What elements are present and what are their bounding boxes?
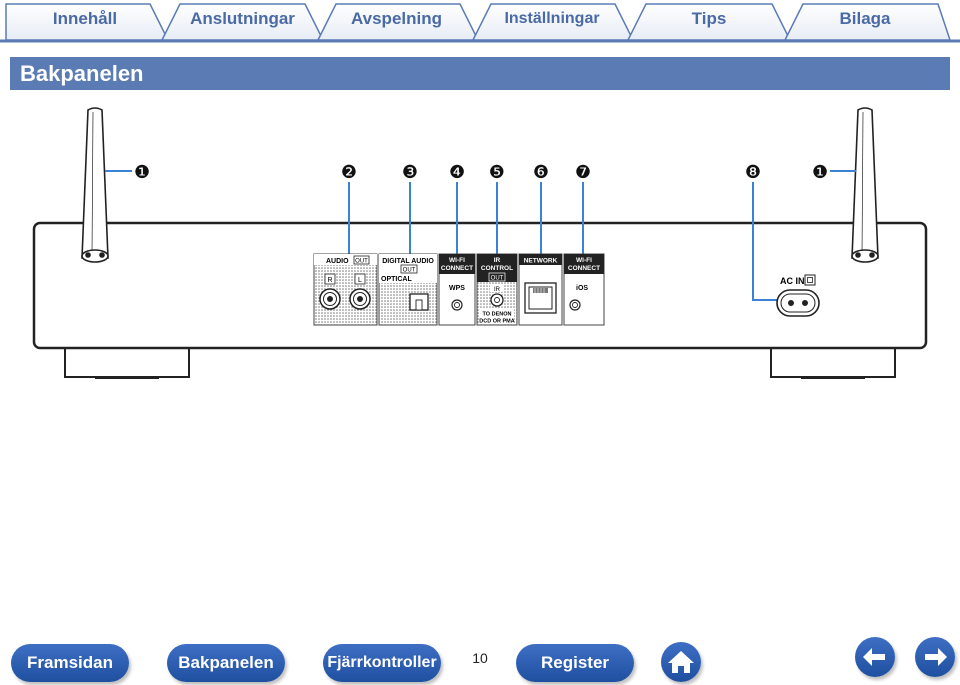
optical-out-block: DIGITAL AUDIO OUT OPTICAL [378, 253, 438, 326]
ir-control-block: IR CONTROL OUT IR TO DENON DCD OR PMA [476, 253, 518, 326]
optical-label: OPTICAL [381, 276, 412, 283]
tab-innehall[interactable]: Innehåll [52, 9, 118, 28]
left-antenna [81, 107, 109, 263]
forward-button[interactable] [915, 637, 955, 677]
rca-jack-l [349, 288, 371, 310]
ir-label-1: IR [494, 257, 501, 264]
tab-tips[interactable]: Tips [691, 9, 727, 28]
callout-6: ❻ [533, 162, 549, 183]
optical-port [409, 293, 429, 311]
double-insulation-icon [804, 274, 816, 286]
back-button[interactable] [855, 637, 895, 677]
wifi2-label-2: CONNECT [568, 265, 600, 272]
callout-5: ❺ [489, 162, 505, 183]
tab-avspelning[interactable]: Avspelning [351, 9, 442, 28]
page-title: Bakpanelen [20, 61, 144, 86]
ir-jack-label: IR [494, 287, 501, 293]
arrow-right-icon [925, 648, 947, 666]
tab-shapes [0, 3, 960, 43]
callout-1-left: ❶ [134, 162, 150, 183]
digital-audio-label: DIGITAL AUDIO [382, 258, 434, 265]
rear-panel-button[interactable]: Bakpanelen [167, 644, 285, 682]
ir-note-1: TO DENON [483, 312, 512, 318]
house-icon [668, 651, 694, 673]
audio-r-label: R [327, 277, 332, 284]
digital-out-label: OUT [403, 268, 416, 274]
callout-7: ❼ [575, 162, 591, 183]
ir-label-2: CONTROL [481, 265, 513, 272]
ir-out-label: OUT [491, 276, 504, 282]
wps-block: WI-FI CONNECT WPS [438, 253, 476, 326]
power-socket-icon [776, 289, 820, 317]
callout-3: ❸ [402, 162, 418, 183]
top-tab-bar: Innehåll Anslutningar Avspelning Inställ… [0, 0, 960, 44]
ir-note-2: DCD OR PMA [479, 319, 514, 325]
callout-4: ❹ [449, 162, 465, 183]
home-page-button[interactable]: Framsidan [11, 644, 129, 682]
callout-lines [105, 170, 856, 301]
callout-2: ❷ [341, 162, 357, 183]
tab-installningar[interactable]: Inställningar [504, 10, 600, 27]
tab-anslutningar[interactable]: Anslutningar [190, 9, 295, 28]
ethernet-port [524, 282, 557, 314]
right-antenna [851, 107, 879, 263]
audio-l-label: L [358, 277, 362, 284]
remote-control-button[interactable]: Fjärrkontroller [323, 644, 441, 682]
ir-jack-icon [490, 293, 504, 307]
ac-inlet: AC IN [776, 274, 820, 317]
home-button[interactable] [661, 642, 701, 682]
rca-jack-r [319, 288, 341, 310]
wifi-label-2: CONNECT [441, 265, 473, 272]
index-button[interactable]: Register [516, 644, 634, 682]
arrow-left-icon [863, 648, 885, 666]
section-banner: Bakpanelen [10, 57, 950, 90]
rear-panel-diagram: ❶ ❷ ❸ ❹ ❺ ❻ ❼ ❽ ❶ AUDIO OUT R L [32, 107, 928, 379]
page-number: 10 [472, 650, 488, 666]
audio-label: AUDIO [326, 258, 349, 265]
wifi-label-1: WI-FI [449, 257, 465, 264]
ios-button-icon [569, 299, 581, 311]
wifi2-label-1: WI-FI [576, 257, 592, 264]
wps-label: WPS [449, 285, 465, 292]
network-block: NETWORK [518, 253, 563, 326]
wps-button-icon [451, 299, 463, 311]
feet [64, 344, 896, 379]
ios-block: WI-FI CONNECT iOS [563, 253, 605, 326]
ac-in-label: AC IN [780, 276, 805, 286]
network-label: NETWORK [524, 258, 558, 265]
audio-out-label: OUT [355, 259, 368, 265]
tab-bilaga[interactable]: Bilaga [839, 9, 891, 28]
callout-8: ❽ [745, 162, 761, 183]
ios-label: iOS [576, 285, 588, 292]
audio-out-block: AUDIO OUT R L [313, 253, 378, 326]
callout-1-right: ❶ [812, 162, 828, 183]
